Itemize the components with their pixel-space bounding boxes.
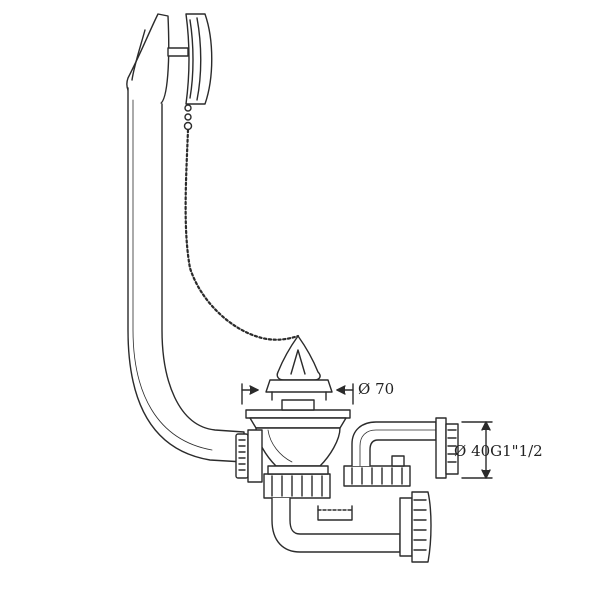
plug-chain — [183, 104, 300, 341]
dimension-d40 — [461, 421, 493, 479]
overflow-tube — [127, 87, 245, 463]
plug-stopper — [265, 335, 333, 401]
outlet-nut — [435, 417, 459, 479]
waste-nut — [263, 465, 331, 499]
side-connector — [343, 455, 411, 487]
overflow-connector — [235, 429, 263, 483]
waste-outlet-body — [245, 399, 351, 467]
outlet-diameter-label: Ø 40G1"1/2 — [454, 442, 543, 460]
overflow-diameter-label: Ø 70 — [358, 380, 395, 398]
dimension-d70 — [241, 383, 354, 405]
overflow-head — [126, 13, 213, 105]
trap-bend — [271, 497, 401, 553]
trap-cleanout — [399, 491, 432, 563]
